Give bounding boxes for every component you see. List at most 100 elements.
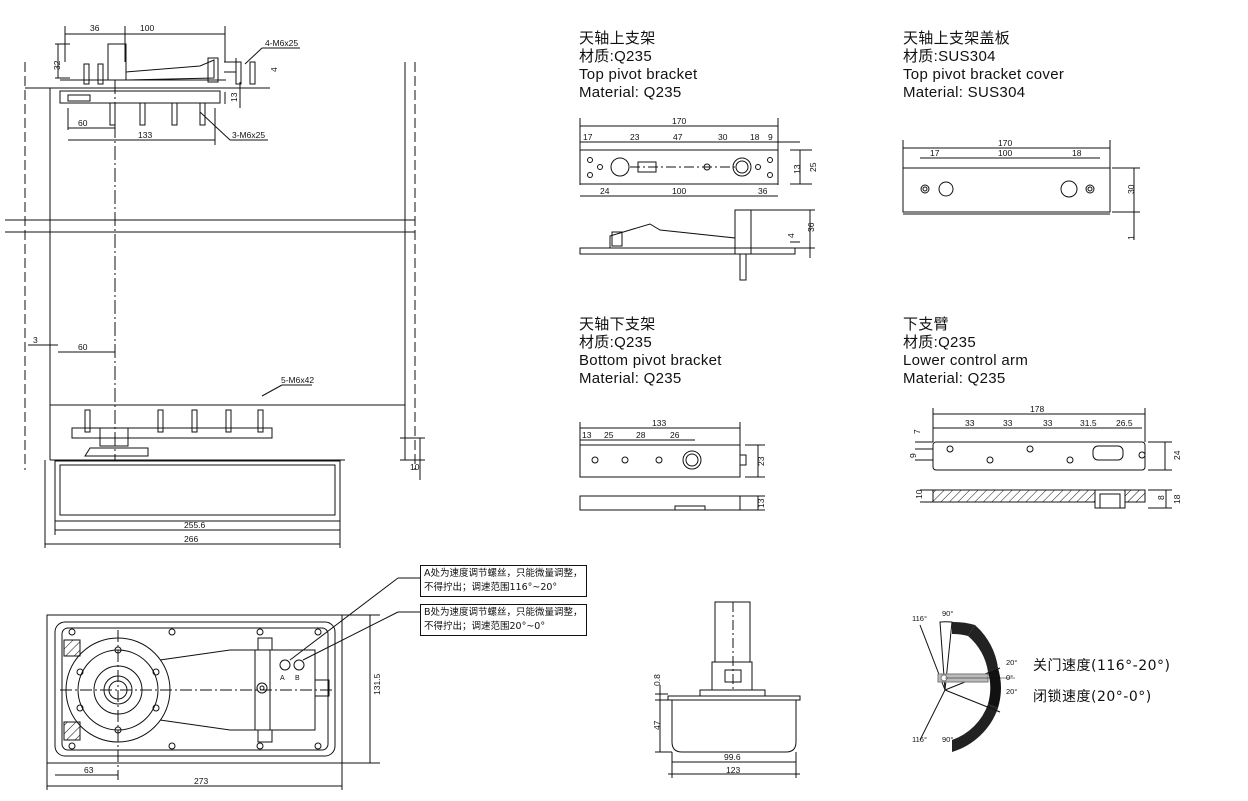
svg-text:0°: 0° <box>1006 673 1013 682</box>
svg-text:13: 13 <box>756 498 766 508</box>
svg-text:26: 26 <box>670 430 680 440</box>
bottom-pivot-bracket-dims: 133 13 25 28 26 23 13 <box>582 418 766 508</box>
dim-60b: 60 <box>78 342 88 352</box>
svg-text:18: 18 <box>750 132 760 142</box>
svg-text:33: 33 <box>1043 418 1053 428</box>
top-cover-dims: 170 17 100 18 30 1 <box>930 138 1136 240</box>
svg-text:178: 178 <box>1030 404 1044 414</box>
dim-3: 3 <box>33 335 38 345</box>
svg-text:47: 47 <box>673 132 683 142</box>
label-material-en: Material: Q235 <box>579 84 682 101</box>
label-en: Lower control arm <box>903 352 1029 369</box>
svg-text:4: 4 <box>786 233 796 238</box>
top-pivot-bracket-drawing <box>579 118 815 281</box>
svg-text:17: 17 <box>930 148 940 158</box>
speed-diagram-angles: 116° 90° 20° 0° 20° 116° 90° <box>912 609 1017 744</box>
svg-text:23: 23 <box>630 132 640 142</box>
svg-text:B: B <box>295 675 300 682</box>
svg-text:24: 24 <box>600 186 610 196</box>
svg-text:99.6: 99.6 <box>724 752 741 762</box>
label-en: Top pivot bracket <box>579 66 698 83</box>
label-material-cn: 材质:Q235 <box>579 334 652 351</box>
floor-spring-plan-view <box>46 577 420 790</box>
svg-text:25: 25 <box>604 430 614 440</box>
dim-60: 60 <box>78 118 88 128</box>
top-pivot-bracket-dims: 170 17 23 47 30 18 9 13 25 24 100 36 4 3… <box>583 116 818 238</box>
svg-text:8: 8 <box>1156 495 1166 500</box>
dim-4-m6x25: 4-M6x25 <box>265 38 298 48</box>
svg-text:9: 9 <box>908 453 918 458</box>
svg-text:18: 18 <box>1172 494 1182 504</box>
svg-text:131.5: 131.5 <box>372 673 382 695</box>
plan-view-dims: 131.5 63 273 A B <box>84 673 382 786</box>
label-top-pivot-bracket: 天轴上支架 材质:Q235 Top pivot bracket Material… <box>579 30 698 102</box>
dim-3-m6x25: 3-M6x25 <box>232 130 265 140</box>
svg-text:20°: 20° <box>1006 658 1017 667</box>
dim-266: 266 <box>184 534 198 544</box>
label-cn: 天轴上支架盖板 <box>903 30 1011 47</box>
svg-text:A: A <box>280 675 285 682</box>
svg-text:26.5: 26.5 <box>1116 418 1133 428</box>
svg-text:28: 28 <box>636 430 646 440</box>
dim-32: 32 <box>52 60 62 70</box>
svg-text:20°: 20° <box>1006 687 1017 696</box>
label-cn: 下支臂 <box>903 316 949 333</box>
lower-control-arm-drawing <box>915 408 1172 509</box>
assembly-elevation <box>5 26 425 548</box>
label-en: Bottom pivot bracket <box>579 352 722 369</box>
lower-control-arm-dims: 178 7 33 33 33 31.5 26.5 9 24 10 8 18 <box>908 404 1182 504</box>
svg-text:0.8: 0.8 <box>652 674 662 686</box>
latching-speed-label: 闭锁速度(20°-0°) <box>1033 689 1152 705</box>
svg-text:100: 100 <box>998 148 1012 158</box>
dim-255-6: 255.6 <box>184 520 206 530</box>
label-material-cn: 材质:Q235 <box>579 48 652 65</box>
svg-text:23: 23 <box>756 456 766 466</box>
svg-text:63: 63 <box>84 765 94 775</box>
svg-text:30: 30 <box>718 132 728 142</box>
svg-text:33: 33 <box>965 418 975 428</box>
label-material-cn: 材质:SUS304 <box>903 48 996 65</box>
svg-text:90°: 90° <box>942 735 953 744</box>
svg-text:123: 123 <box>726 765 740 775</box>
dim-36: 36 <box>90 23 100 33</box>
dim-5-m6x42: 5-M6x42 <box>281 375 314 385</box>
svg-text:1: 1 <box>1126 235 1136 240</box>
label-top-pivot-bracket-cover: 天轴上支架盖板 材质:SUS304 Top pivot bracket cove… <box>903 30 1064 102</box>
svg-text:10: 10 <box>914 489 924 499</box>
svg-text:100: 100 <box>672 186 686 196</box>
label-cn: 天轴上支架 <box>579 30 656 47</box>
top-cover-drawing <box>902 140 1140 240</box>
svg-text:25: 25 <box>808 162 818 172</box>
dim-100: 100 <box>140 23 154 33</box>
svg-text:116°: 116° <box>912 614 927 623</box>
dim-10: 10 <box>410 462 420 472</box>
label-cn: 天轴下支架 <box>579 316 656 333</box>
svg-text:9: 9 <box>768 132 773 142</box>
svg-text:36: 36 <box>758 186 768 196</box>
svg-text:13: 13 <box>792 164 802 174</box>
svg-text:17: 17 <box>583 132 593 142</box>
side-view-dims: 0.8 47 99.6 123 <box>652 674 741 775</box>
svg-text:31.5: 31.5 <box>1080 418 1097 428</box>
svg-text:7: 7 <box>912 429 922 434</box>
svg-text:133: 133 <box>652 418 666 428</box>
floor-spring-side-view <box>655 601 801 778</box>
label-material-en: Material: Q235 <box>903 370 1006 387</box>
svg-text:273: 273 <box>194 776 208 786</box>
label-en: Top pivot bracket cover <box>903 66 1065 83</box>
assembly-dimension-text: 36 100 32 4-M6x25 4 13 60 133 3-M6x25 3 … <box>33 23 420 544</box>
note-screw-b: B处为速度调节螺丝，只能微量调整， 不得拧出；调速范围20°~0° <box>420 604 587 636</box>
svg-text:116°: 116° <box>912 735 927 744</box>
dim-133: 133 <box>138 130 152 140</box>
label-material-cn: 材质:Q235 <box>903 334 976 351</box>
svg-text:90°: 90° <box>942 609 953 618</box>
svg-text:30: 30 <box>1126 184 1136 194</box>
note-screw-a: A处为速度调节螺丝，只能微量调整， 不得拧出；调速范围116°~20° <box>420 565 587 597</box>
svg-text:170: 170 <box>998 138 1012 148</box>
dim-4: 4 <box>269 67 279 72</box>
svg-text:13: 13 <box>582 430 592 440</box>
svg-text:18: 18 <box>1072 148 1082 158</box>
svg-text:24: 24 <box>1172 450 1182 460</box>
svg-text:33: 33 <box>1003 418 1013 428</box>
closing-speed-label: 关门速度(116°-20°) <box>1033 658 1171 674</box>
